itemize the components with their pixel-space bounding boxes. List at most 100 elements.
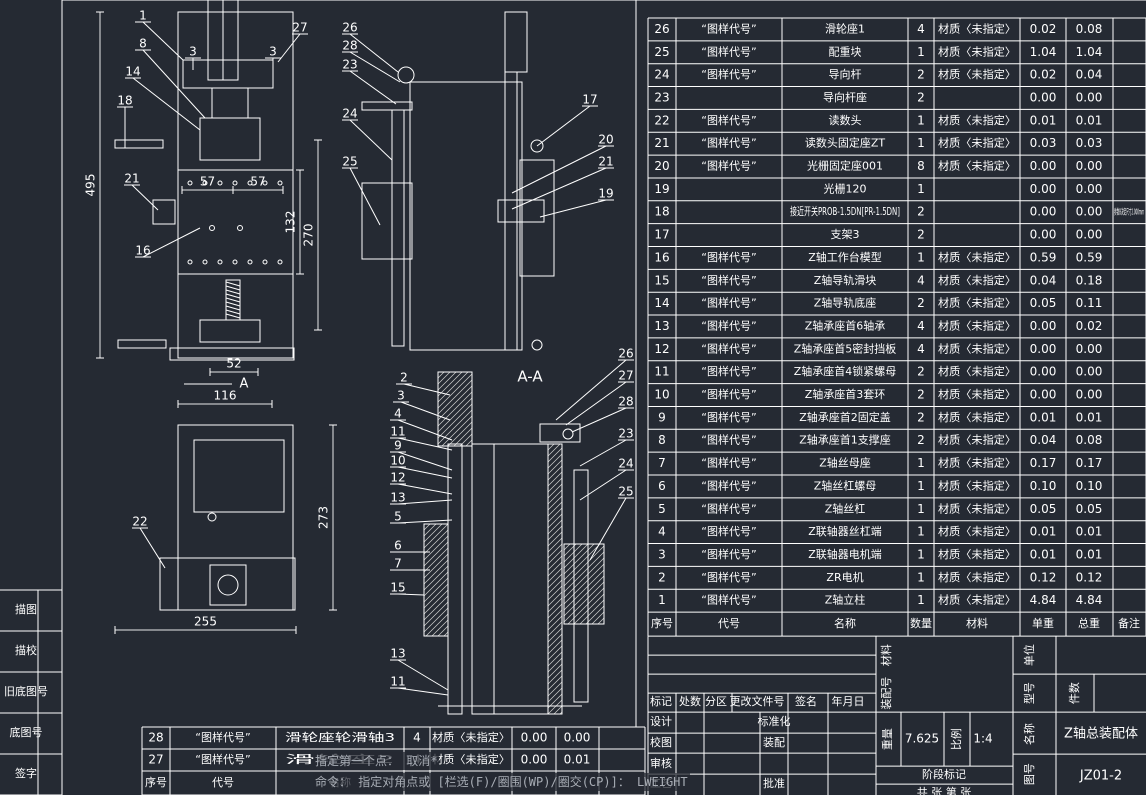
balloon-number: 2: [400, 371, 408, 385]
hatch-lines: [424, 524, 448, 636]
bom-cell-material: 材质〈未指定〉: [938, 21, 1016, 35]
hatch-outline: [437, 371, 473, 447]
bom-cell-code: “图样代号”: [701, 433, 756, 447]
bom-cell-code: “图样代号”: [701, 364, 756, 378]
hatch-line: [424, 577, 448, 603]
bom-cell-no: 9: [658, 410, 666, 424]
bolt-hole: [262, 180, 268, 186]
balloon-number: 28: [618, 395, 633, 409]
bom-cell-unit-weight: 0.12: [1030, 570, 1057, 584]
leader-line: [536, 105, 591, 147]
bom-header-note: 备注: [1118, 616, 1140, 630]
tb-drawing-no: JZ01-2: [1079, 769, 1122, 784]
tb-stage-mark: 阶段标记: [922, 767, 966, 781]
bom-cell-code: “图样代号”: [701, 478, 756, 492]
bom-cell-no: 24: [654, 68, 669, 82]
bottom-cell-name: 滑轮座轮滑轴3: [285, 730, 395, 744]
bottom-header-no: 序号: [145, 775, 167, 789]
pulley-top: [397, 66, 415, 84]
tb-material-label: 材料: [879, 644, 893, 666]
bom-cell-material: 材质〈未指定〉: [938, 364, 1016, 378]
hatch-line: [564, 581, 604, 623]
bom-cell-unit-weight: 0.10: [1030, 479, 1057, 493]
bom-cell-total-weight: 0.04: [1076, 68, 1103, 82]
leader-line: [555, 359, 627, 421]
lower-sensor: [117, 339, 167, 349]
bom-cell-total-weight: 1.04: [1076, 45, 1103, 59]
tb-zone: 分区: [705, 695, 727, 708]
leader-line: [565, 381, 627, 426]
reader-head: [497, 199, 545, 223]
screw-thread: [225, 285, 241, 291]
hatch-line: [425, 613, 448, 636]
bom-cell-name: 读数头固定座ZT: [805, 136, 886, 150]
bom-cell-unit-weight: 0.59: [1030, 250, 1057, 264]
bom-cell-name: 支架3: [831, 228, 860, 241]
bom-cell-unit-weight: 0.00: [1030, 319, 1057, 333]
bolt-hole: [202, 259, 208, 265]
leader-line: [349, 119, 393, 161]
bom-cell-name: 配重块: [829, 44, 862, 58]
leader-line: [349, 33, 399, 73]
bottom-cell-unit: 0.00: [521, 753, 548, 767]
bom-cell-name: Z轴丝杠: [825, 501, 866, 515]
bom-cell-total-weight: 0.08: [1076, 433, 1103, 447]
leader-line: [511, 145, 607, 194]
hatch-line: [548, 657, 562, 673]
bom-cell-no: 16: [654, 250, 669, 264]
hatch-line: [424, 571, 448, 597]
bom-cell-name: 读数头: [829, 113, 862, 127]
tb-date: 年月日: [832, 694, 865, 708]
left-column-label: 签字: [15, 766, 37, 780]
bom-header-no: 序号: [651, 616, 673, 630]
drawing-frame: [61, 0, 1146, 795]
screw-thread: [225, 281, 241, 287]
tb-weight-value: 7.625: [905, 732, 939, 746]
bom-cell-qty: 1: [917, 45, 925, 59]
bom-cell-total-weight: 0.10: [1076, 479, 1103, 493]
dimension-value: 255: [194, 615, 217, 629]
balloon-number: 24: [618, 457, 633, 471]
hatch-lines: [438, 372, 472, 446]
bom-cell-unit-weight: 0.04: [1030, 273, 1057, 287]
bom-cell-total-weight: 0.03: [1076, 136, 1103, 150]
bom-cell-total-weight: 0.59: [1076, 250, 1103, 264]
bom-cell-no: 11: [654, 365, 669, 379]
tb-model-label: 型号: [1022, 682, 1036, 704]
bom-cell-total-weight: 0.02: [1076, 319, 1103, 333]
leader-line: [397, 659, 449, 691]
bom-cell-no: 7: [658, 456, 666, 470]
balloon-number: 16: [135, 244, 150, 258]
hatch-line: [424, 607, 448, 633]
bom-cell-name: Z轴导轨滑块: [814, 273, 877, 287]
bottom-cell-code: “图样代号”: [195, 752, 250, 766]
lower-carriage: [199, 319, 261, 343]
bom-cell-material: 材质〈未指定〉: [938, 593, 1016, 607]
balloon-number: 21: [124, 172, 139, 186]
command-prompt-line[interactable]: 命令： 指定对角点或 [栏选(F)/圈围(WP)/圈交(CP)]： LWEIGH…: [313, 773, 690, 791]
bom-cell-unit-weight: 0.02: [1030, 68, 1057, 82]
side-top-bracket: [361, 101, 413, 111]
leader-line: [397, 519, 453, 524]
bom-cell-no: 25: [654, 45, 669, 59]
bom-cell-no: 3: [658, 547, 666, 561]
bom-cell-name: ZR电机: [826, 570, 863, 584]
bom-cell-total-weight: 0.00: [1076, 90, 1103, 104]
bom-cell-qty: 4: [917, 342, 925, 356]
bom-cell-material: 材质〈未指定〉: [938, 387, 1016, 401]
hatch-line: [438, 372, 469, 403]
hatch-line: [564, 563, 604, 605]
hatch-line: [548, 663, 562, 679]
bom-cell-code: “图样代号”: [701, 136, 756, 150]
bom-cell-name: Z轴承座首1支撑座: [799, 433, 891, 447]
bom-cell-material: 材质〈未指定〉: [938, 44, 1016, 58]
bom-cell-qty: 1: [917, 250, 925, 264]
bom-header-name: 名称: [834, 616, 856, 630]
leader-line: [571, 407, 627, 433]
bom-cell-no: 20: [654, 159, 669, 173]
bom-cell-no: 8: [658, 433, 666, 447]
bom-cell-unit-weight: 0.00: [1030, 342, 1057, 356]
section-view-label: A-A: [517, 368, 543, 386]
